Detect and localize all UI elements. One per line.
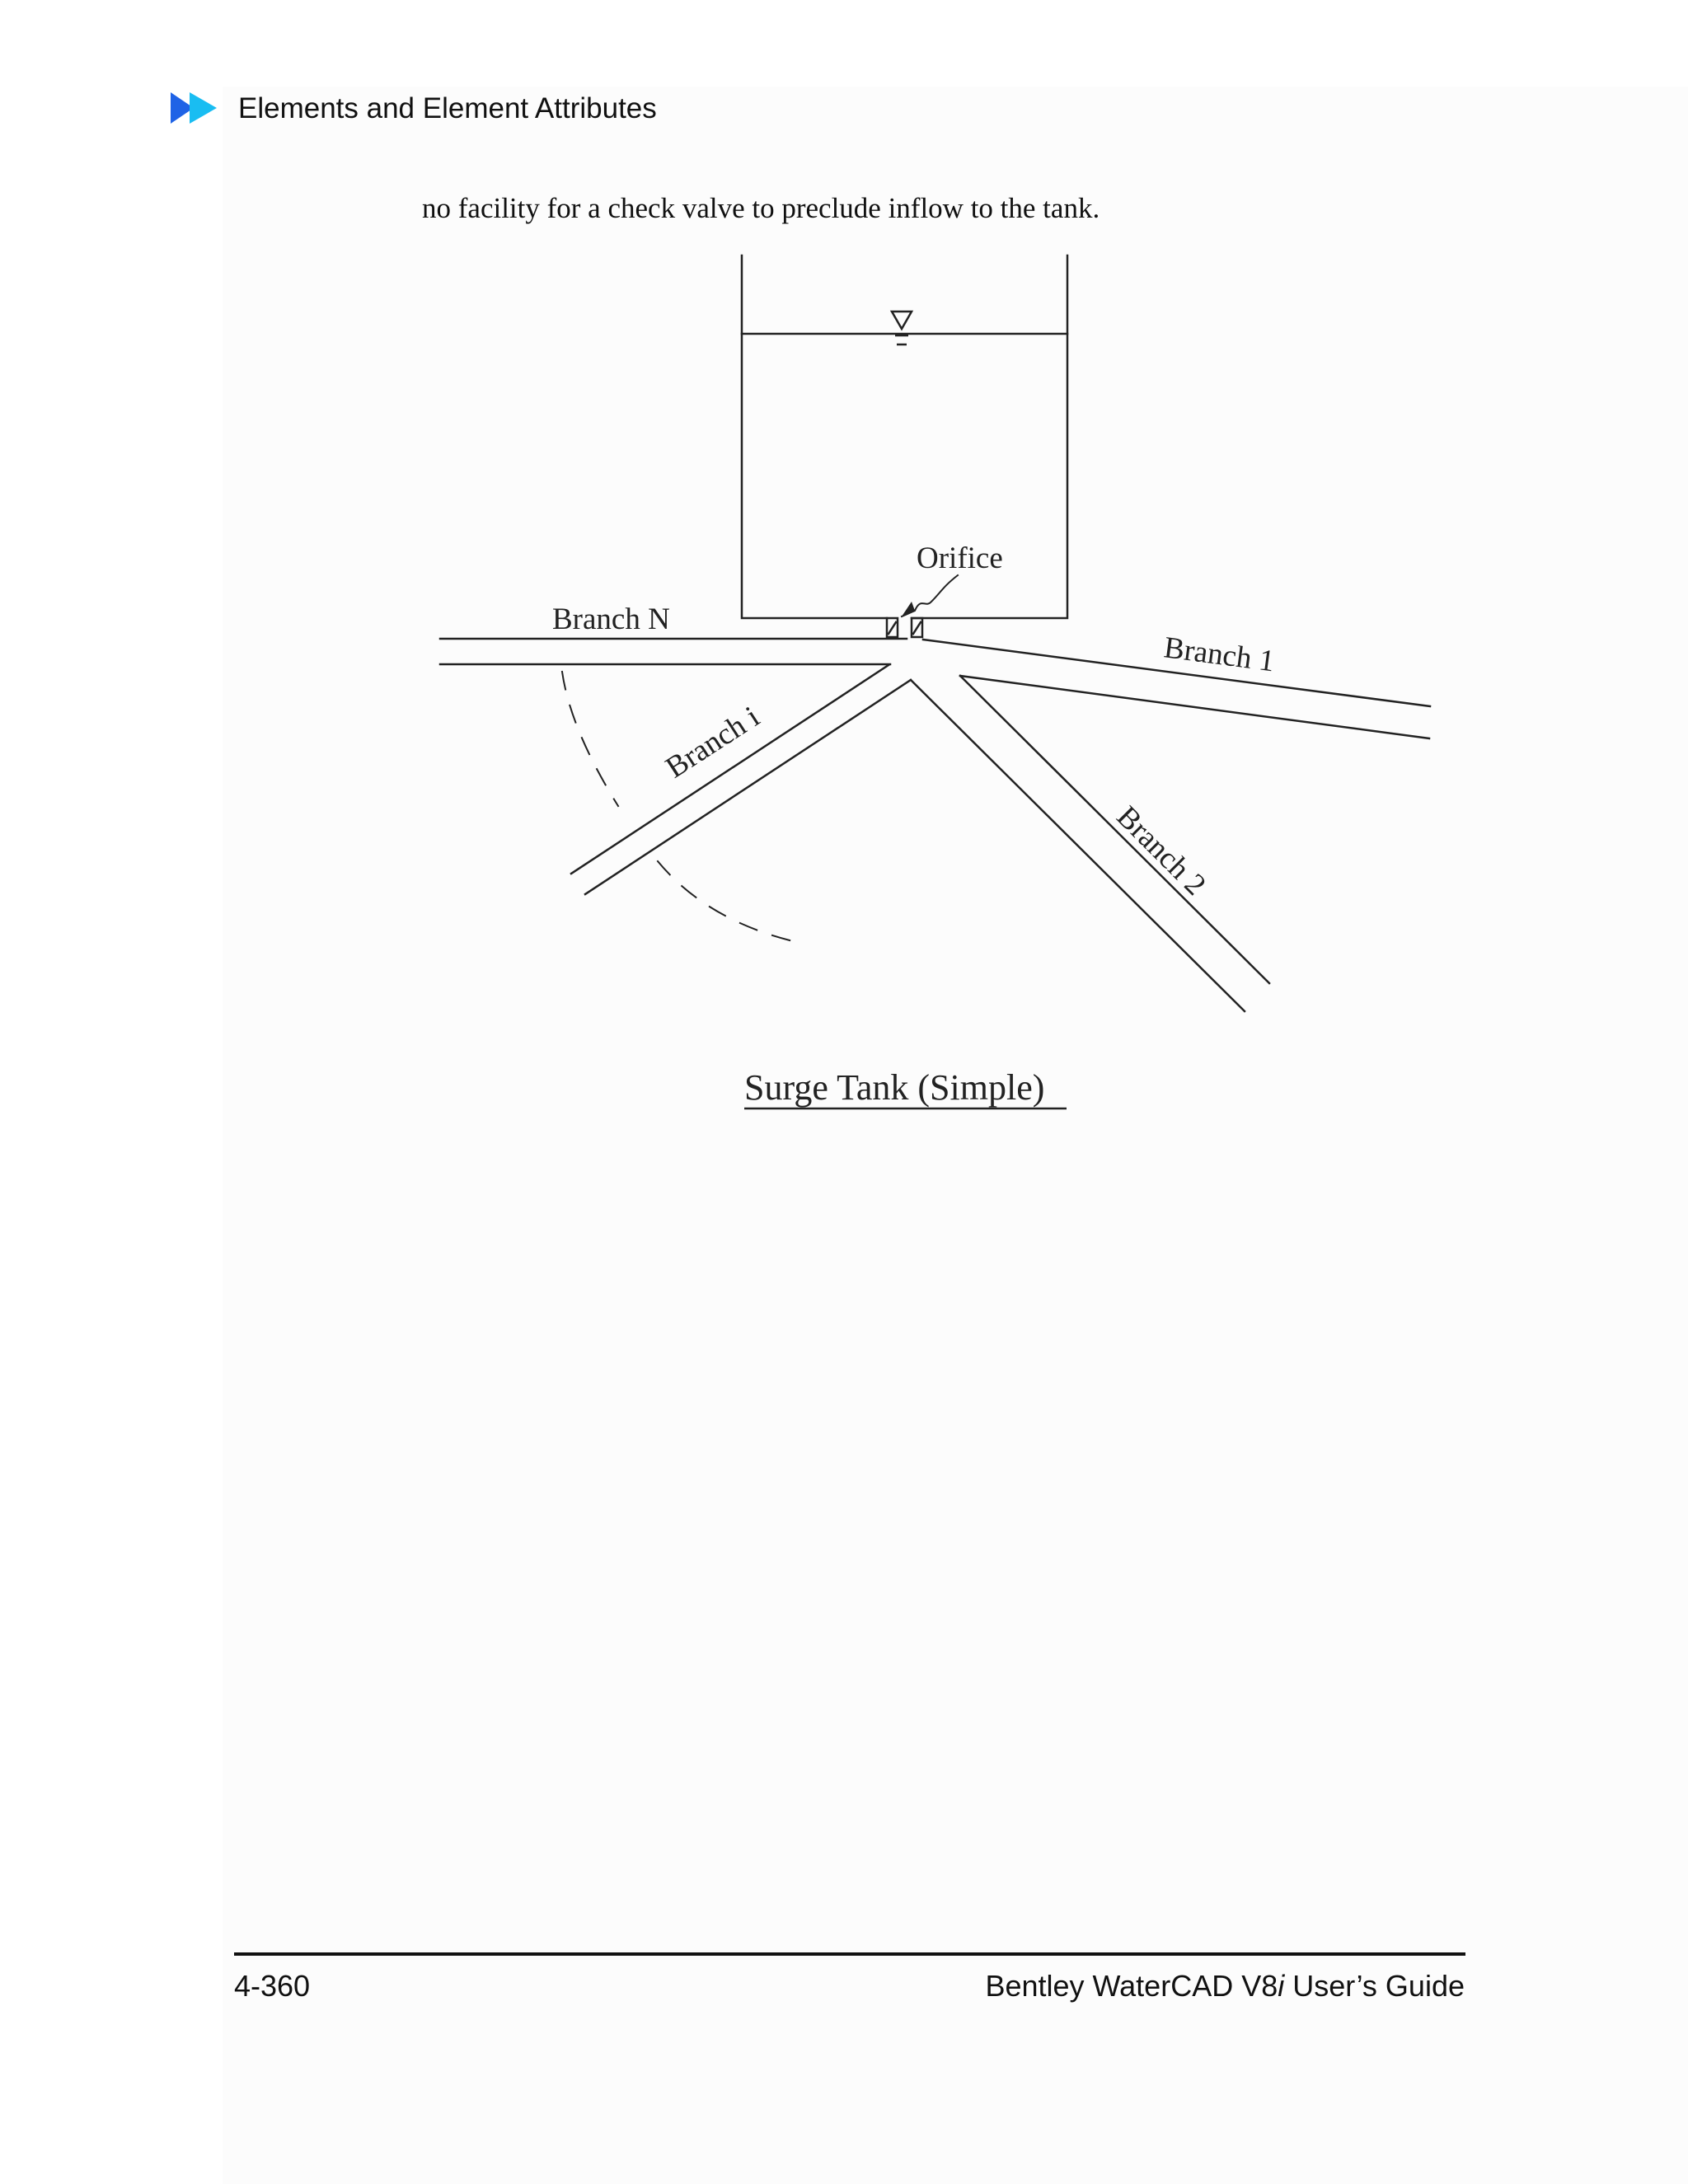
branch-i-upper-wall xyxy=(570,663,890,875)
branch-2-left-wall xyxy=(909,678,1246,1013)
branch-1-lower-wall xyxy=(959,674,1431,740)
orifice-right-block xyxy=(910,616,924,639)
orifice-right-hatch xyxy=(912,621,922,635)
surge-tank-diagram: Orifice Branch N Branch 1 Branch i Branc… xyxy=(438,254,1432,1110)
branch-1-upper-wall xyxy=(921,638,1432,708)
branch-2-label: Branch 2 xyxy=(1110,799,1212,902)
guide-title-italic-i: i xyxy=(1278,1969,1285,2003)
tank-outline xyxy=(740,254,1069,620)
branch-1-label: Branch 1 xyxy=(1162,630,1277,678)
orifice-left-hatch xyxy=(887,621,898,635)
guide-title: Bentley WaterCAD V8i User’s Guide xyxy=(985,1971,1465,2001)
branch-i-label: Branch i xyxy=(660,700,766,785)
branch-2-right-wall xyxy=(959,674,1271,985)
branch-n-label: Branch N xyxy=(552,602,670,636)
surge-tank-figure: Orifice Branch N Branch 1 Branch i Branc… xyxy=(429,247,1459,1121)
angle-dashed-arc-lower xyxy=(656,860,805,945)
orifice-leader-line xyxy=(900,574,959,618)
figure-caption: Surge Tank (Simple) xyxy=(744,1067,1044,1108)
orifice-arrowhead xyxy=(902,602,915,616)
double-chevron-right-icon xyxy=(171,92,217,124)
body-paragraph: no facility for a check valve to preclud… xyxy=(422,192,1100,224)
guide-title-suffix: User’s Guide xyxy=(1284,1969,1465,2003)
page-header: Elements and Element Attributes xyxy=(169,86,657,130)
page-background xyxy=(223,87,1688,2184)
orifice-label: Orifice xyxy=(917,541,1003,575)
page-number: 4-360 xyxy=(234,1969,311,2003)
branch-i-lower-wall xyxy=(584,678,912,896)
orifice-left-block xyxy=(885,616,899,639)
footer-divider xyxy=(234,1952,1465,1956)
section-title: Elements and Element Attributes xyxy=(238,91,657,124)
water-level-triangle-icon xyxy=(889,310,914,346)
angle-dashed-arc-upper xyxy=(560,670,620,808)
guide-title-prefix: Bentley WaterCAD V8 xyxy=(985,1969,1278,2003)
